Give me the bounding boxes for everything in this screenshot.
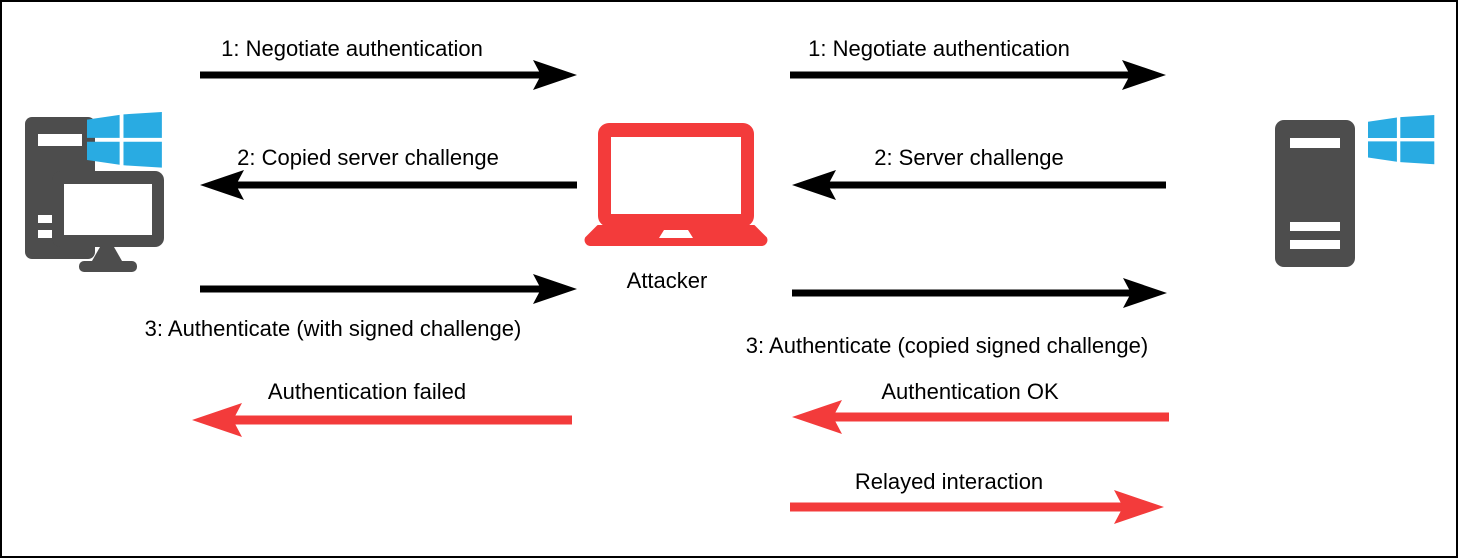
- server-tower-with-windows-logo-icon: [1275, 115, 1435, 267]
- arrow-authentication-failed: [192, 403, 572, 437]
- message-label-copied-server-challenge: 2: Copied server challenge: [237, 145, 499, 170]
- red-laptop-icon: [584, 123, 768, 246]
- windows-logo-icon: [87, 112, 162, 168]
- arrow-negotiate-attacker-to-server: [790, 60, 1166, 90]
- message-label-server-challenge: 2: Server challenge: [874, 145, 1064, 170]
- arrow-authenticate-signed: [200, 274, 577, 304]
- message-label-authenticate-signed: 3: Authenticate (with signed challenge): [144, 316, 522, 341]
- desktop-pc-with-windows-logo-icon: [25, 112, 164, 272]
- message-label-relayed-interaction: Relayed interaction: [854, 469, 1044, 494]
- message-label-authentication-ok: Authentication OK: [881, 379, 1059, 404]
- message-label-authentication-failed: Authentication failed: [267, 379, 467, 404]
- arrow-relayed-interaction: [790, 490, 1164, 524]
- arrow-authentication-ok: [792, 400, 1169, 434]
- message-label-authenticate-copied: 3: Authenticate (copied signed challenge…: [745, 333, 1149, 358]
- arrow-server-challenge: [792, 170, 1166, 200]
- arrow-authenticate-copied: [792, 278, 1167, 308]
- arrow-negotiate-client-to-attacker: [200, 60, 577, 90]
- monitor-shape: [52, 171, 164, 272]
- message-label-negotiate-right: 1: Negotiate authentication: [808, 36, 1070, 61]
- arrow-copied-server-challenge: [200, 170, 577, 200]
- message-label-negotiate-left: 1: Negotiate authentication: [221, 36, 483, 61]
- attacker-label: Attacker: [626, 268, 708, 293]
- server-tower-shape: [1275, 120, 1355, 267]
- windows-logo-icon: [1368, 115, 1435, 165]
